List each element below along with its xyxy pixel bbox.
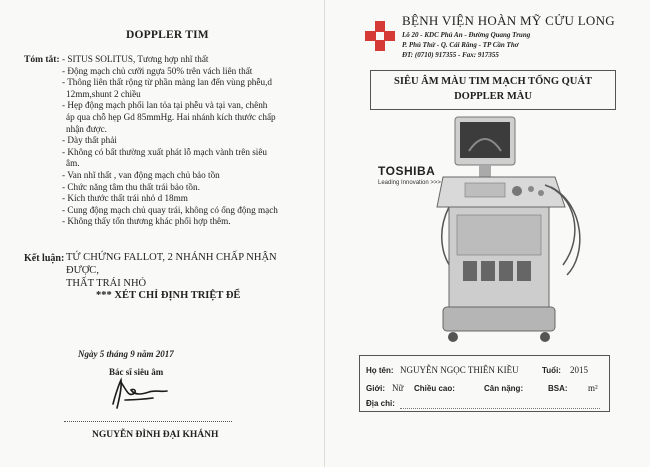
report-title-line-2: DOPPLER MÀU [454,91,532,102]
conclusion-line-2: THẤT TRÁI NHỎ [66,278,147,289]
summary-line: - Không thấy tổn thương khác phối hợp th… [62,216,231,227]
brand-tagline: Leading Innovation >>> [378,180,441,186]
summary-line: áp qua chỗ hẹp Gd 85mmHg. Hai nhánh kích… [66,111,276,122]
summary-line: âm. [66,158,80,169]
summary-line: - Không có bất thường xuất phát lỗ mạch … [62,146,268,157]
patient-info-box: Họ tên: NGUYỄN NGỌC THIÊN KIỀU Tuổi: 201… [359,355,610,412]
summary-list: - SITUS SOLITUS, Tương hợp nhĩ thất - Độ… [62,54,314,228]
conclusion-text: TỨ CHỨNG FALLOT, 2 NHÁNH CHẤP NHẬN ĐƯỢC,… [66,251,306,290]
patient-address-label: Địa chỉ: [366,399,395,408]
summary-line: - Van nhĩ thất , van động mạch chủ bảo t… [62,169,220,180]
patient-sex-label: Giới: [366,384,386,393]
summary-line: - Hẹp động mạch phổi lan tỏa tại phễu và… [62,100,268,111]
summary-label: Tóm tắt: [24,55,60,65]
patient-weight-label: Cân nặng: [484,384,524,393]
conclusion-line-1: TỨ CHỨNG FALLOT, 2 NHÁNH CHẤP NHẬN ĐƯỢC, [66,252,277,276]
ultrasound-machine-image [436,116,581,342]
signature [112,377,168,409]
patient-bsa-label: BSA: [548,384,568,393]
summary-line: - Cung động mạch chủ quay trái, không có… [62,204,278,215]
patient-bsa-unit: m² [588,383,598,393]
report-title-box: SIÊU ÂM MÀU TIM MẠCH TỔNG QUÁT DOPPLER M… [370,70,616,110]
address-dotted-line [400,408,600,409]
patient-age-label: Tuổi: [542,366,561,375]
hospital-address-1: Lô 20 - KDC Phú An - Đường Quang Trung [402,31,531,39]
summary-line: - Thông liên thất rộng từ phần màng lan … [62,77,272,88]
report-date: Ngày 5 tháng 9 năm 2017 [78,349,174,359]
signature-line [64,421,232,422]
hospital-name: BỆNH VIỆN HOÀN MỸ CỬU LONG [402,13,616,28]
hospital-address-2: P. Phú Thứ - Q. Cái Răng - TP Cần Thơ [402,41,519,49]
summary-line: - Kích thước thất trái nhỏ d 18mm [62,193,188,204]
brand-tagline-text: Leading Innovation [378,180,429,186]
tagline-arrow-icon: >>> [430,180,441,186]
patient-name: NGUYỄN NGỌC THIÊN KIỀU [400,365,519,375]
patient-height-label: Chiều cao: [414,384,455,393]
conclusion-label: Kết luận: [24,253,65,264]
patient-age: 2015 [570,365,588,375]
summary-line: nhận được. [66,123,107,134]
hospital-cross-logo [365,21,395,51]
summary-line: - Chức năng tâm thu thất trái bảo tồn. [62,181,200,192]
fold-line [324,0,325,467]
report-heading: DOPPLER TIM [126,29,209,41]
signer-title: Bác sĩ siêu âm [109,367,164,377]
indication-note: *** XÉT CHỈ ĐỊNH TRIỆT ĐỂ [96,290,241,301]
summary-line: 12mm,shunt 2 chiều [66,88,141,99]
patient-name-label: Họ tên: [366,366,394,375]
summary-line: - Dày thất phải [62,135,117,146]
right-page: BỆNH VIỆN HOÀN MỸ CỬU LONG Lô 20 - KDC P… [325,0,650,467]
signer-name: NGUYỄN ĐÌNH ĐẠI KHÁNH [92,430,219,440]
brand-logo: TOSHIBA [378,164,436,178]
summary-line: - SITUS SOLITUS, Tương hợp nhĩ thất [62,54,209,64]
hospital-phone: ĐT: (0710) 917355 - Fax: 917355 [402,51,499,59]
summary-line: - Động mạch chủ cưỡi ngựa 50% trên vách … [62,65,253,76]
left-page: DOPPLER TIM Tóm tắt: - SITUS SOLITUS, Tư… [0,0,324,467]
patient-sex: Nữ [392,383,404,393]
report-title-line-1: SIÊU ÂM MÀU TIM MẠCH TỔNG QUÁT [394,76,592,87]
